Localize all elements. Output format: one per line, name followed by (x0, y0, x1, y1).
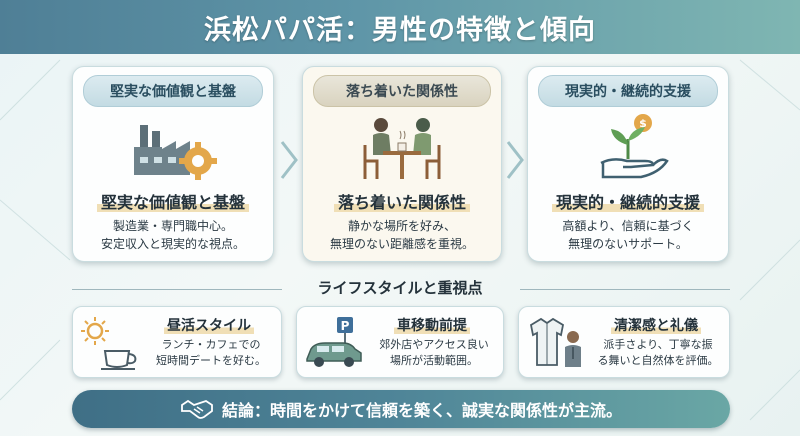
card-heading: 現実的・継続的支援 (528, 189, 728, 213)
section-divider (520, 289, 730, 290)
lifestyle-description: 派手さより、丁寧な振 る舞いと自然体を評価。 (597, 338, 719, 367)
card-pill-label: 落ち着いた関係性 (313, 75, 491, 107)
lifestyle-heading: 昼活スタイル (143, 315, 275, 335)
title-banner: 浜松パパ活：男性の特徴と傾向 (0, 0, 800, 54)
lifestyle-description: ランチ・カフェでの 短時間デートを好む。 (156, 338, 266, 367)
hand-plant-coin-icon: $ (600, 114, 669, 179)
sun-coffee-icon (81, 317, 137, 370)
card-pill-label: 堅実な価値観と基盤 (83, 75, 263, 107)
lifestyle-item-manners: 清潔感と礼儀 派手さより、丁寧な振 る舞いと自然体を評価。 (518, 306, 730, 378)
factory-gear-icon (134, 125, 217, 180)
lifestyle-heading: 清潔感と礼儀 (589, 315, 723, 335)
chevron-right-icon (280, 141, 298, 179)
card-realistic-support: 現実的・継続的支援 $ 現実的・継続的支援 高額より、信頼に基づく 無理のないサ… (527, 66, 729, 262)
page-title: 浜松パパ活：男性の特徴と傾向 (204, 14, 596, 46)
section-divider (72, 289, 282, 290)
card-description: 製造業・専門職中心。 安定収入と現実的な視点。 (100, 219, 245, 251)
lifestyle-item-car: P 車移動前提 郊外店やアクセス良い 場所が活動範囲。 (296, 306, 504, 378)
lifestyle-description: 郊外店やアクセス良い 場所が活動範囲。 (379, 338, 489, 367)
card-pill-label: 現実的・継続的支援 (538, 75, 718, 107)
svg-text:$: $ (639, 117, 647, 130)
section-title: ライフスタイルと重視点 (317, 279, 483, 297)
car-parking-icon: P (306, 317, 362, 367)
cafe-meeting-icon (363, 118, 441, 179)
lifestyle-heading: 車移動前提 (367, 315, 497, 335)
chevron-right-icon (506, 141, 524, 179)
card-heading: 落ち着いた関係性 (303, 189, 501, 213)
card-description: 静かな場所を好み、 無理のない距離感を重視。 (329, 219, 474, 251)
shirt-person-icon (529, 317, 581, 367)
svg-text:P: P (341, 319, 350, 333)
conclusion-text: 結論：時間をかけて信頼を築く、誠実な関係性が主流。 (221, 401, 622, 420)
handshake-icon (181, 399, 213, 419)
conclusion-banner: 結論：時間をかけて信頼を築く、誠実な関係性が主流。 (72, 390, 730, 428)
card-solid-values: 堅実な価値観と基盤 堅実な価値観と基盤 製造業・専門職中心。 安定収入と現実的な… (72, 66, 274, 262)
card-heading: 堅実な価値観と基盤 (73, 189, 273, 213)
card-description: 高額より、信頼に基づく 無理のないサポート。 (562, 219, 694, 251)
card-calm-relationship: 落ち着いた関係性 落ち着いた関係性 静かな場所を好み、 無理のない距離感を重視。 (302, 66, 502, 262)
lifestyle-item-daytime: 昼活スタイル ランチ・カフェでの 短時間デートを好む。 (72, 306, 282, 378)
